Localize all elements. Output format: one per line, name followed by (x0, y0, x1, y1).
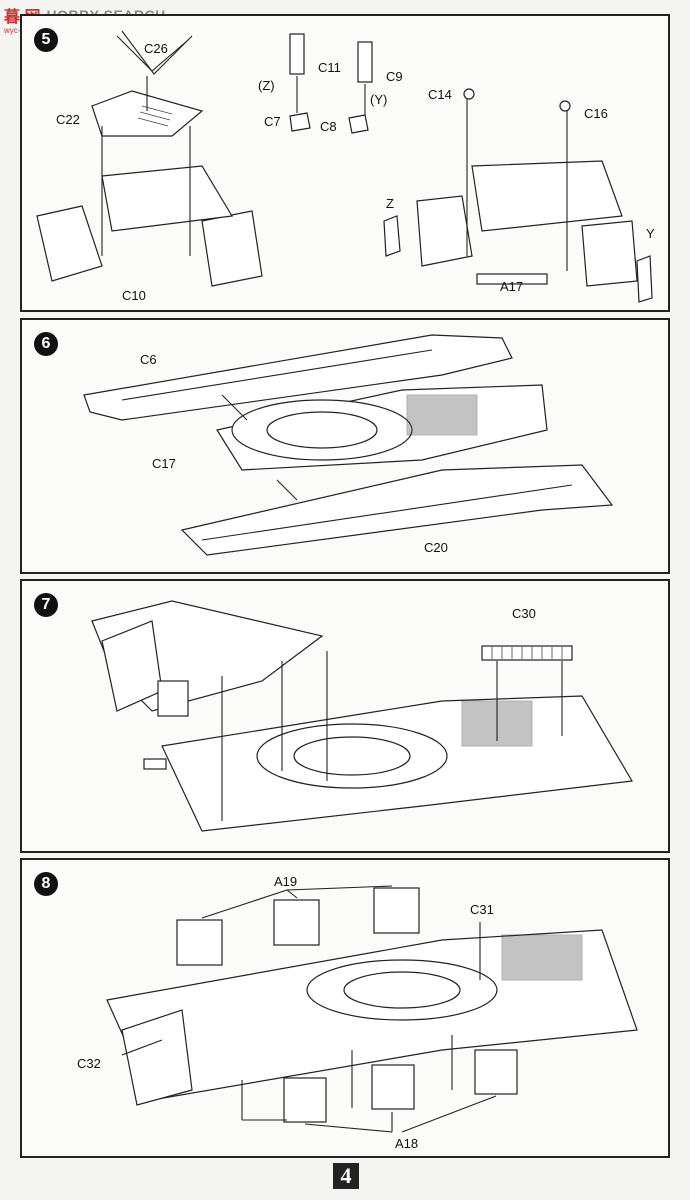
step-6-illustration (83, 334, 614, 556)
label-c9: C9 (386, 69, 403, 84)
label-z-paren: (Z) (258, 78, 275, 93)
label-c22: C22 (56, 112, 80, 127)
label-c31: C31 (470, 902, 494, 917)
label-c11: C11 (318, 60, 341, 75)
step-5-illustration (36, 30, 653, 303)
label-c26: C26 (144, 41, 168, 56)
step-number: 5 (34, 28, 58, 52)
label-c14: C14 (428, 87, 452, 102)
label-c30: C30 (512, 606, 536, 621)
step-5-panel: 5 C26 C22 C10 C11 C (20, 14, 670, 312)
step-7-illustration (91, 600, 633, 832)
step-number: 6 (34, 332, 58, 356)
step-8-illustration (106, 885, 638, 1133)
label-y-paren: (Y) (370, 92, 388, 107)
label-c32: C32 (77, 1056, 101, 1071)
label-c20: C20 (424, 540, 448, 555)
label-a19: A19 (274, 874, 298, 889)
label-c10: C10 (122, 288, 146, 303)
step-number: 8 (34, 872, 58, 896)
label-a17: A17 (500, 279, 524, 294)
label-c17: C17 (152, 456, 176, 471)
label-c8: C8 (320, 119, 337, 134)
step-6-panel: 6 C6 C17 C20 (20, 318, 670, 574)
step-number: 7 (34, 593, 58, 617)
label-y: Y (646, 226, 655, 241)
label-c6: C6 (140, 352, 157, 367)
label-z: Z (386, 196, 394, 211)
step-7-panel: 7 C30 (20, 579, 670, 853)
step-8-panel: 8 A19 C31 C32 A18 (20, 858, 670, 1158)
label-c7: C7 (264, 114, 281, 129)
label-c16: C16 (584, 106, 608, 121)
label-a18: A18 (395, 1136, 419, 1151)
page-number: 4 (333, 1163, 359, 1189)
